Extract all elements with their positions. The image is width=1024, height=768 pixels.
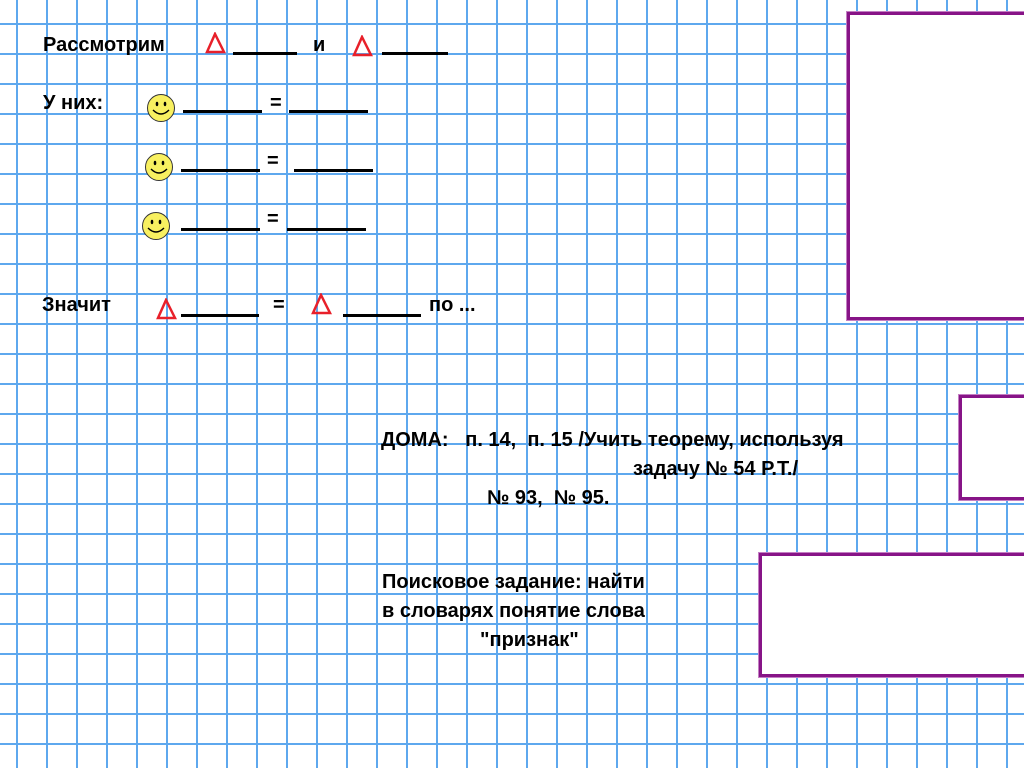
search-task-line-2: в словарях понятие слова (382, 600, 645, 622)
criterion-suffix: по ... (429, 294, 476, 316)
answer-box-middle (959, 395, 1024, 500)
equals-sign: = (273, 294, 285, 316)
equals-sign: = (267, 208, 279, 230)
and-label: и (313, 34, 326, 56)
therefore-label: Значит (42, 294, 111, 316)
blank-element-3b[interactable] (287, 228, 366, 231)
blank-element-1b[interactable] (289, 110, 368, 113)
blank-element-2a[interactable] (181, 169, 260, 172)
search-task-line-1: Поисковое задание: найти (382, 571, 645, 593)
blank-triangle-1[interactable] (233, 52, 297, 55)
smiley-icon (145, 153, 173, 181)
search-task-line-3: "признак" (480, 629, 579, 651)
triangle-icon (311, 293, 332, 315)
answer-box-top (847, 12, 1024, 320)
smiley-icon (147, 94, 175, 122)
consider-label: Рассмотрим (43, 34, 165, 56)
blank-element-3a[interactable] (181, 228, 260, 231)
blank-triangle-4[interactable] (343, 314, 421, 317)
triangle-icon (352, 35, 373, 57)
equals-sign: = (270, 92, 282, 114)
homework-line-1: ДОМА: п. 14, п. 15 /Учить теорему, испол… (381, 429, 844, 451)
homework-line-2: задачу № 54 Р.Т./ (633, 458, 799, 480)
homework-line-3: № 93, № 95. (487, 487, 610, 509)
smiley-icon (142, 212, 170, 240)
answer-box-bottom (759, 553, 1024, 677)
blank-triangle-3[interactable] (181, 314, 259, 317)
equals-sign: = (267, 150, 279, 172)
they-have-label: У них: (43, 92, 104, 114)
blank-triangle-2[interactable] (382, 52, 448, 55)
blank-element-2b[interactable] (294, 169, 373, 172)
triangle-icon (156, 298, 177, 320)
triangle-icon (205, 32, 226, 54)
blank-element-1a[interactable] (183, 110, 262, 113)
